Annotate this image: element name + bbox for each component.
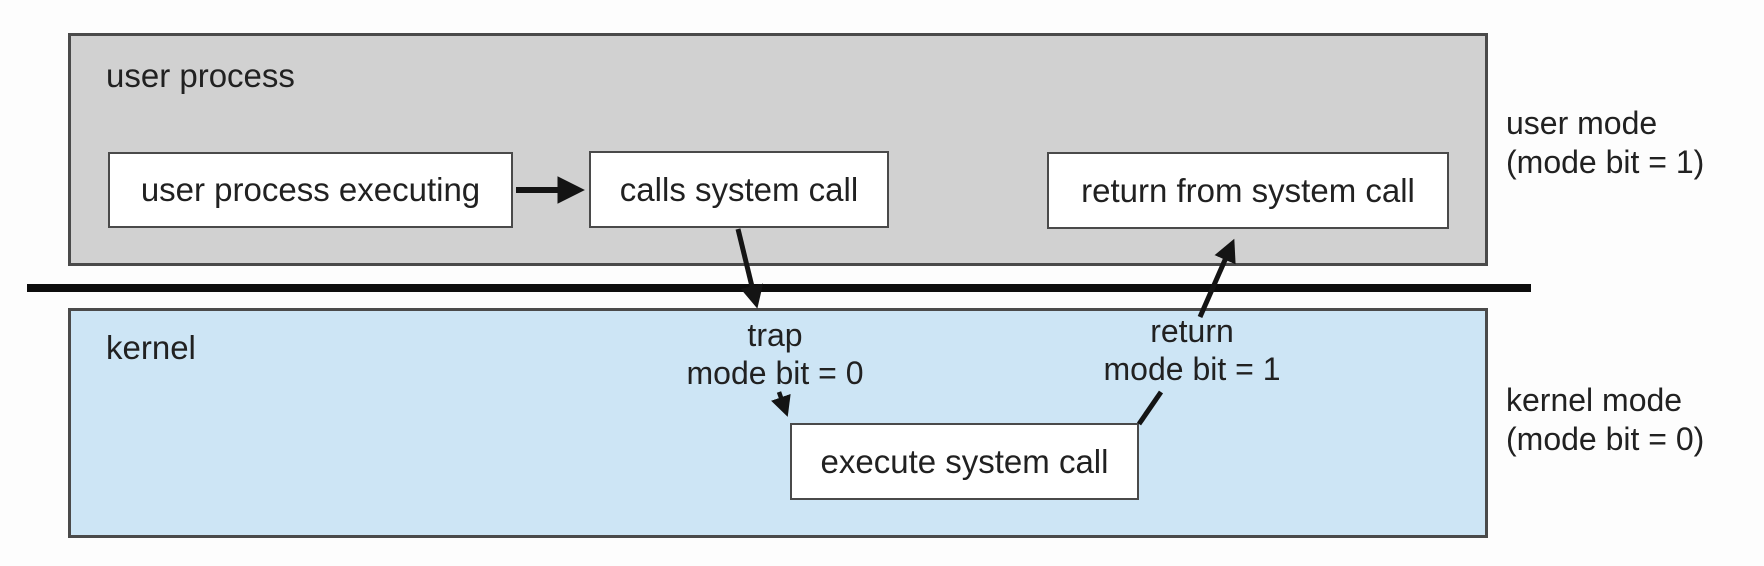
user-mode-annotation: user mode (mode bit = 1) — [1506, 104, 1704, 182]
calls-system-call-box: calls system call — [589, 151, 889, 228]
kernel-region-label: kernel — [106, 329, 196, 366]
user-process-region-label: user process — [106, 57, 295, 94]
return-label-line2: mode bit = 1 — [1103, 351, 1281, 387]
kernel-mode-annotation-line2: (mode bit = 0) — [1506, 421, 1705, 457]
return-from-system-call-box: return from system call — [1047, 152, 1449, 229]
user-mode-annotation-line2: (mode bit = 1) — [1506, 144, 1705, 180]
kernel-region — [68, 308, 1488, 538]
user-process-executing-box: user process executing — [108, 152, 513, 228]
trap-label-line2: mode bit = 0 — [686, 355, 864, 391]
user-mode-annotation-line1: user mode — [1506, 105, 1658, 141]
kernel-mode-annotation: kernel mode (mode bit = 0) — [1506, 381, 1704, 459]
trap-label: trap mode bit = 0 — [625, 316, 925, 392]
mode-boundary-divider — [27, 284, 1531, 292]
return-label-line1: return — [1150, 313, 1234, 349]
trap-label-line1: trap — [747, 317, 803, 353]
execute-system-call-box: execute system call — [790, 423, 1139, 500]
return-label: return mode bit = 1 — [1042, 312, 1342, 388]
kernel-mode-annotation-line1: kernel mode — [1506, 382, 1683, 418]
